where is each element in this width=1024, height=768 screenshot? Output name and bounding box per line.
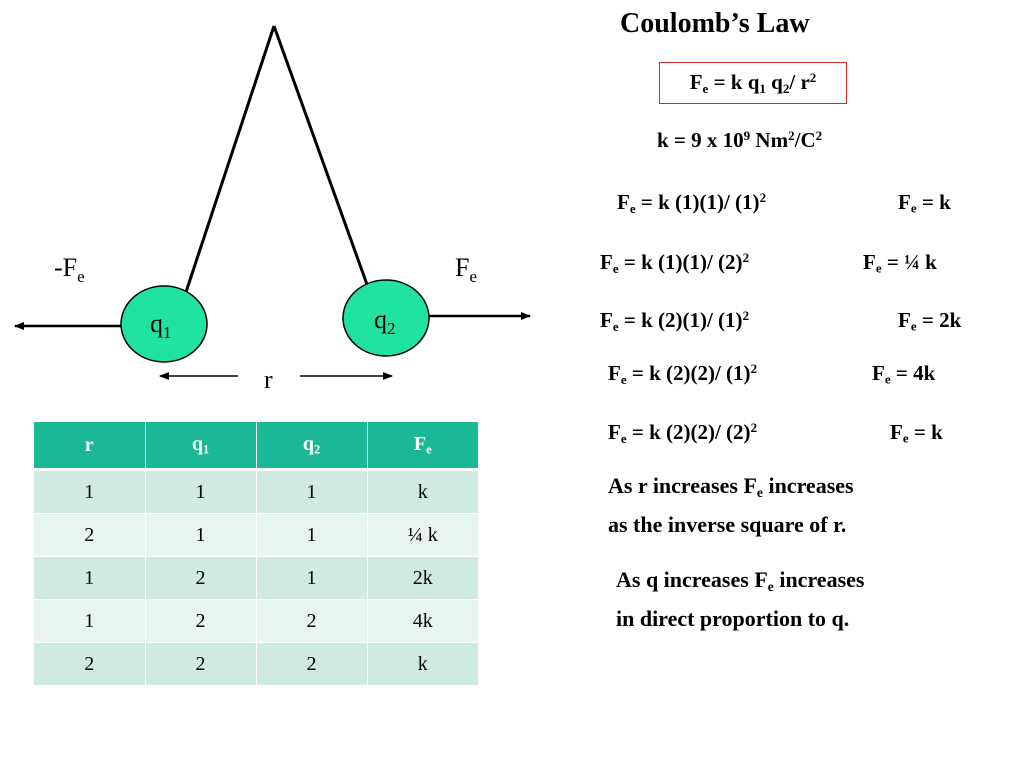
table-cell: 2 — [144, 599, 256, 643]
table-cell: k — [366, 469, 478, 514]
coulomb-diagram: q1 q2 -Fe Fe r — [14, 25, 531, 394]
page-title: Coulomb’s Law — [620, 8, 810, 39]
charge-q1-label: q1 — [150, 309, 172, 342]
calculation-1-expression: Fe = k (1)(1)/ (1)2 — [617, 190, 767, 216]
table-cell: 1 — [144, 513, 256, 557]
calculation-4-expression: Fe = k (2)(2)/ (1)2 — [608, 361, 758, 387]
charge-q2-label: q2 — [374, 305, 396, 338]
table-cell: ¼ k — [366, 513, 478, 557]
string-left — [184, 25, 276, 293]
table-cell: 4k — [366, 599, 478, 643]
table-cell: 1 — [255, 513, 367, 557]
table-cell: 2 — [255, 599, 367, 643]
note-charge-line-2: in direct proportion to q. — [616, 605, 850, 631]
force-right-label: Fe — [455, 253, 477, 286]
charge-q2-circle — [342, 279, 430, 357]
table-header-fe: Fe — [366, 418, 478, 471]
calculation-5-expression: Fe = k (2)(2)/ (2)2 — [608, 420, 758, 446]
table-cell: 1 — [255, 469, 367, 514]
coulomb-constant: k = 9 x 109 Nm2/C2 — [657, 128, 823, 153]
table-cell: 2 — [34, 642, 145, 686]
table-header-r: r — [34, 418, 145, 471]
calculation-3-expression: Fe = k (2)(1)/ (1)2 — [600, 308, 750, 334]
table-cell: k — [366, 642, 478, 686]
calculation-2-result: Fe = ¼ k — [863, 250, 937, 276]
calculation-1-result: Fe = k — [898, 190, 951, 216]
distance-label: r — [264, 365, 273, 394]
note-distance-line-2: as the inverse square of r. — [608, 511, 847, 537]
table-row: 1 1 1 k — [34, 469, 478, 514]
charge-q1-circle — [120, 285, 208, 363]
calculation-5-result: Fe = k — [890, 420, 943, 446]
table-cell: 1 — [255, 556, 367, 600]
table-cell: 2 — [255, 642, 367, 686]
calculation-2-expression: Fe = k (1)(1)/ (2)2 — [600, 250, 750, 276]
table-row: 1 2 2 4k — [34, 599, 478, 643]
calculation-4-result: Fe = 4k — [872, 361, 936, 387]
formula-text: Fe = k q1 q2/ r2 — [689, 69, 817, 96]
table-header-q2: q2 — [255, 418, 367, 471]
table-header-q1: q1 — [144, 418, 256, 471]
table-row: 2 2 2 k — [34, 642, 478, 686]
table-cell: 1 — [34, 599, 145, 643]
table-row: 2 1 1 ¼ k — [34, 513, 478, 557]
table-cell: 1 — [34, 556, 145, 600]
coulomb-formula-box: Fe = k q1 q2/ r2 — [659, 62, 847, 104]
table-header-row: r q1 q2 Fe — [34, 418, 478, 471]
note-charge: As q increases Fe increases in direct pr… — [616, 564, 864, 635]
note-distance: As r increases Fe increases as the inver… — [608, 470, 854, 541]
calculation-3-result: Fe = 2k — [898, 308, 962, 334]
table-cell: 1 — [34, 469, 145, 514]
table-row: 1 2 1 2k — [34, 556, 478, 600]
table-cell: 2 — [34, 513, 145, 557]
string-right — [272, 25, 371, 291]
force-left-label: -Fe — [54, 253, 85, 286]
table-cell: 2k — [366, 556, 478, 600]
note-distance-line-1: As r increases Fe increases — [608, 473, 854, 500]
table-cell: 2 — [144, 556, 256, 600]
note-charge-line-1: As q increases Fe increases — [616, 567, 865, 594]
table-cell: 1 — [144, 469, 256, 514]
table-cell: 2 — [144, 642, 256, 686]
force-data-table: r q1 q2 Fe 1 1 1 k 2 1 1 ¼ k 1 2 1 2k 1 … — [34, 418, 478, 686]
